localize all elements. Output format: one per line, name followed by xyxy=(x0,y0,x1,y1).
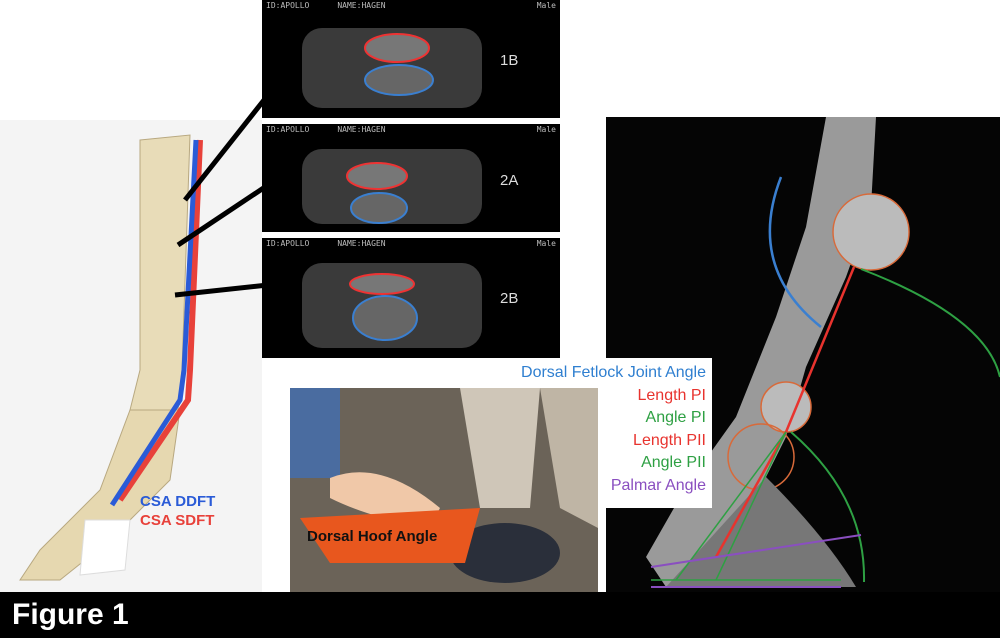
length-pi-line xyxy=(784,266,856,433)
us-id: ID:APOLLO xyxy=(266,239,310,248)
length-pii-line xyxy=(714,431,788,558)
ddft-tendon xyxy=(109,139,199,507)
ultrasound-panel-2a: ID:APOLLO NAME:HAGEN Male 2A xyxy=(262,124,560,232)
legend-item: Angle PI xyxy=(645,409,706,426)
panel-label: 1B xyxy=(500,52,519,69)
panel-label: 2B xyxy=(500,290,519,307)
legend-item: Length PII xyxy=(633,431,706,449)
sdft-tendon xyxy=(117,139,203,502)
label-csa-sdft: CSA SDFT xyxy=(140,512,215,529)
us-id: ID:APOLLO xyxy=(266,1,310,10)
angle-pii-arc xyxy=(790,431,866,583)
legend-item: Dorsal Fetlock Joint Angle xyxy=(521,364,706,381)
legend-background xyxy=(598,358,712,508)
legend-item: Angle PII xyxy=(641,454,706,471)
ultrasound-panel-2b: ID:APOLLO NAME:HAGEN Male 2B xyxy=(262,238,560,358)
palmar-angle-line xyxy=(650,534,862,568)
us-name: NAME:HAGEN xyxy=(337,239,386,248)
figure-label: Figure 1 xyxy=(12,598,129,631)
legend-item: Length PI xyxy=(637,386,707,404)
figure-caption-bar: Figure 1 xyxy=(0,592,1000,638)
fetlock-angle-arc xyxy=(768,176,822,328)
us-name: NAME:HAGEN xyxy=(337,1,386,10)
legend-item: Palmar Angle xyxy=(610,476,706,494)
us-sex: Male xyxy=(536,125,556,134)
radiograph xyxy=(606,117,1000,592)
us-sex: Male xyxy=(536,1,556,10)
leg-anatomy-illustration xyxy=(0,120,262,592)
us-id: ID:APOLLO xyxy=(266,125,310,134)
ultrasound-panel-1b: ID:APOLLO NAME:HAGEN Male 1B xyxy=(262,0,560,118)
us-name: NAME:HAGEN xyxy=(337,125,386,134)
hoof-photo xyxy=(290,388,598,592)
angle-pi-arc xyxy=(860,268,1000,378)
panel-label: 2A xyxy=(500,172,519,189)
label-dorsal-hoof-angle: Dorsal Hoof Angle xyxy=(307,528,438,545)
measurement-legend: Dorsal Fetlock Joint Angle Length PI Ang… xyxy=(480,358,710,508)
label-csa-ddft: CSA DDFT xyxy=(140,493,216,510)
connector-lines xyxy=(174,93,270,298)
us-sex: Male xyxy=(536,239,556,248)
